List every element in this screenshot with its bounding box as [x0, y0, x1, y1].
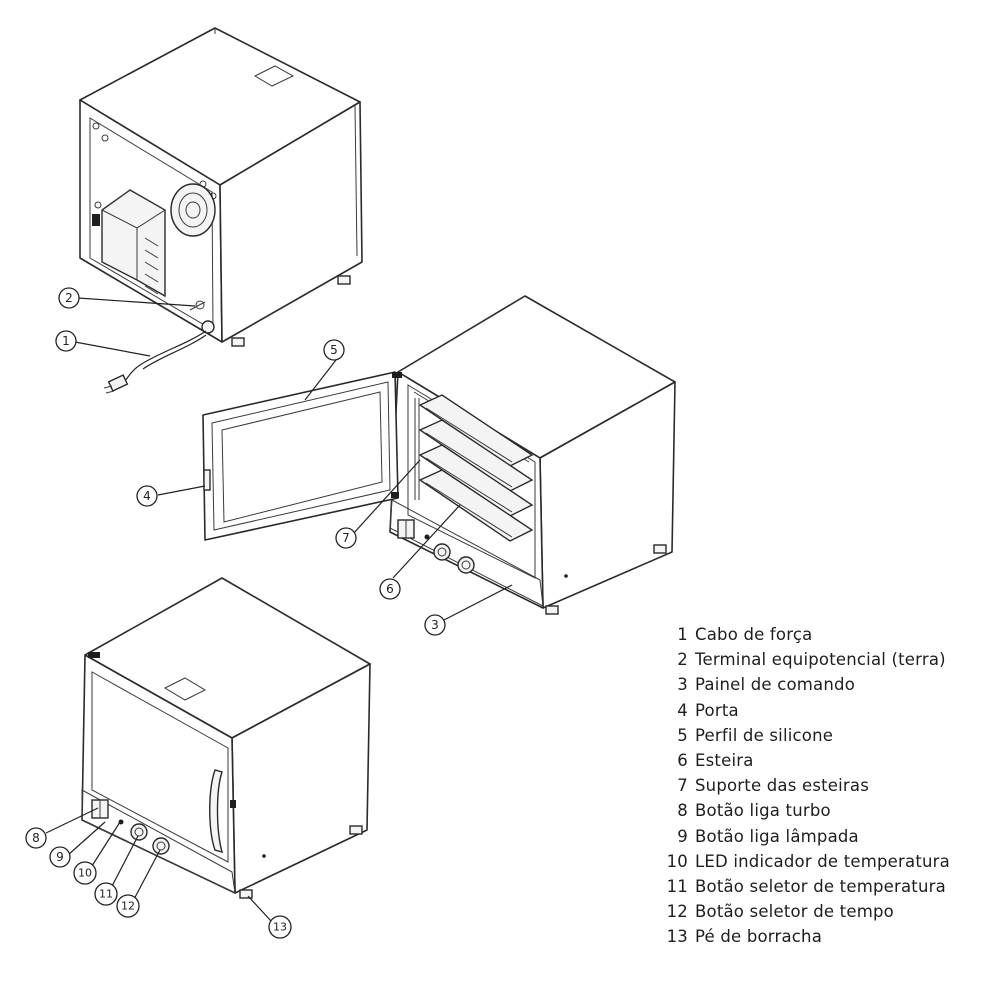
- oven-trays: [418, 394, 534, 542]
- legend-number: 2: [677, 650, 688, 670]
- svg-text:11: 11: [99, 888, 113, 901]
- legend-number: 7: [677, 776, 688, 796]
- callout-10: 10: [73, 861, 97, 885]
- callout-9: 9: [49, 846, 71, 868]
- callout-3: 3: [424, 614, 446, 636]
- svg-text:13: 13: [273, 921, 287, 934]
- svg-text:2: 2: [65, 291, 73, 305]
- legend-item: 6 Esteira: [662, 748, 992, 773]
- legend-label: Perfil de silicone: [695, 725, 834, 745]
- svg-text:5: 5: [330, 343, 338, 357]
- callouts: 1 2 3 4 5 6 7 8 9 10 11 12 13: [25, 287, 446, 939]
- legend-item: 8 Botão liga turbo: [662, 798, 992, 823]
- callout-13: 13: [268, 915, 292, 939]
- legend-label: Suporte das esteiras: [695, 776, 870, 796]
- parts-legend: 1 Cabo de força 2 Terminal equipotencial (…: [662, 622, 992, 949]
- svg-text:12: 12: [121, 900, 135, 913]
- svg-text:10: 10: [78, 867, 92, 880]
- svg-text:1: 1: [62, 334, 70, 348]
- legend-item: 10 LED indicador de temperatura: [662, 849, 992, 874]
- legend-item: 12 Botão seletor de tempo: [662, 899, 992, 924]
- legend-item: 9 Botão liga lâmpada: [662, 824, 992, 849]
- callout-4: 4: [136, 485, 158, 507]
- legend-number: 8: [677, 801, 688, 821]
- legend-number: 4: [677, 700, 688, 720]
- legend-label: Porta: [695, 700, 739, 720]
- svg-text:6: 6: [386, 582, 394, 596]
- legend-item: 13 Pé de borracha: [662, 924, 992, 949]
- callout-2: 2: [58, 287, 80, 309]
- callout-12: 12: [116, 894, 140, 918]
- legend-item: 11 Botão seletor de temperatura: [662, 874, 992, 899]
- legend-label: Botão seletor de tempo: [695, 902, 894, 922]
- legend-label: Botão liga lâmpada: [695, 826, 859, 846]
- oven-rear-view: [79, 27, 363, 394]
- legend-item: 2 Terminal equipotencial (terra): [662, 647, 992, 672]
- callout-6: 6: [379, 578, 401, 600]
- svg-text:7: 7: [342, 531, 350, 545]
- legend-label: Botão liga turbo: [695, 801, 831, 821]
- legend-number: 5: [677, 725, 688, 745]
- legend-label: Terminal equipotencial (terra): [695, 650, 946, 670]
- callout-8: 8: [25, 827, 47, 849]
- legend-number: 9: [677, 826, 688, 846]
- leader-lines: [45, 297, 513, 923]
- callout-7: 7: [335, 527, 357, 549]
- legend-number: 13: [666, 927, 688, 947]
- legend-label: Cabo de força: [695, 625, 813, 645]
- svg-text:3: 3: [431, 618, 439, 632]
- svg-text:4: 4: [143, 489, 151, 503]
- legend-item: 5 Perfil de silicone: [662, 723, 992, 748]
- legend-item: 4 Porta: [662, 698, 992, 723]
- legend-item: 3 Painel de comando: [662, 672, 992, 697]
- legend-item: 1 Cabo de força: [662, 622, 992, 647]
- legend-label: Pé de borracha: [695, 927, 823, 947]
- legend-number: 3: [677, 675, 688, 695]
- legend-label: Botão seletor de temperatura: [695, 876, 946, 896]
- legend-number: 6: [677, 751, 688, 771]
- legend-number: 1: [677, 625, 688, 645]
- callout-11: 11: [94, 882, 118, 906]
- oven-front-view: [81, 577, 371, 899]
- legend-label: Painel de comando: [695, 675, 855, 695]
- callout-5: 5: [323, 339, 345, 361]
- svg-text:9: 9: [56, 850, 64, 864]
- legend-number: 10: [666, 851, 688, 871]
- callout-1: 1: [55, 330, 77, 352]
- legend-label: LED indicador de temperatura: [695, 851, 950, 871]
- legend-item: 7 Suporte das esteiras: [662, 773, 992, 798]
- legend-number: 11: [666, 876, 688, 896]
- legend-number: 12: [666, 902, 688, 922]
- oven-open-view: [202, 295, 676, 615]
- svg-text:8: 8: [32, 831, 40, 845]
- legend-label: Esteira: [695, 751, 754, 771]
